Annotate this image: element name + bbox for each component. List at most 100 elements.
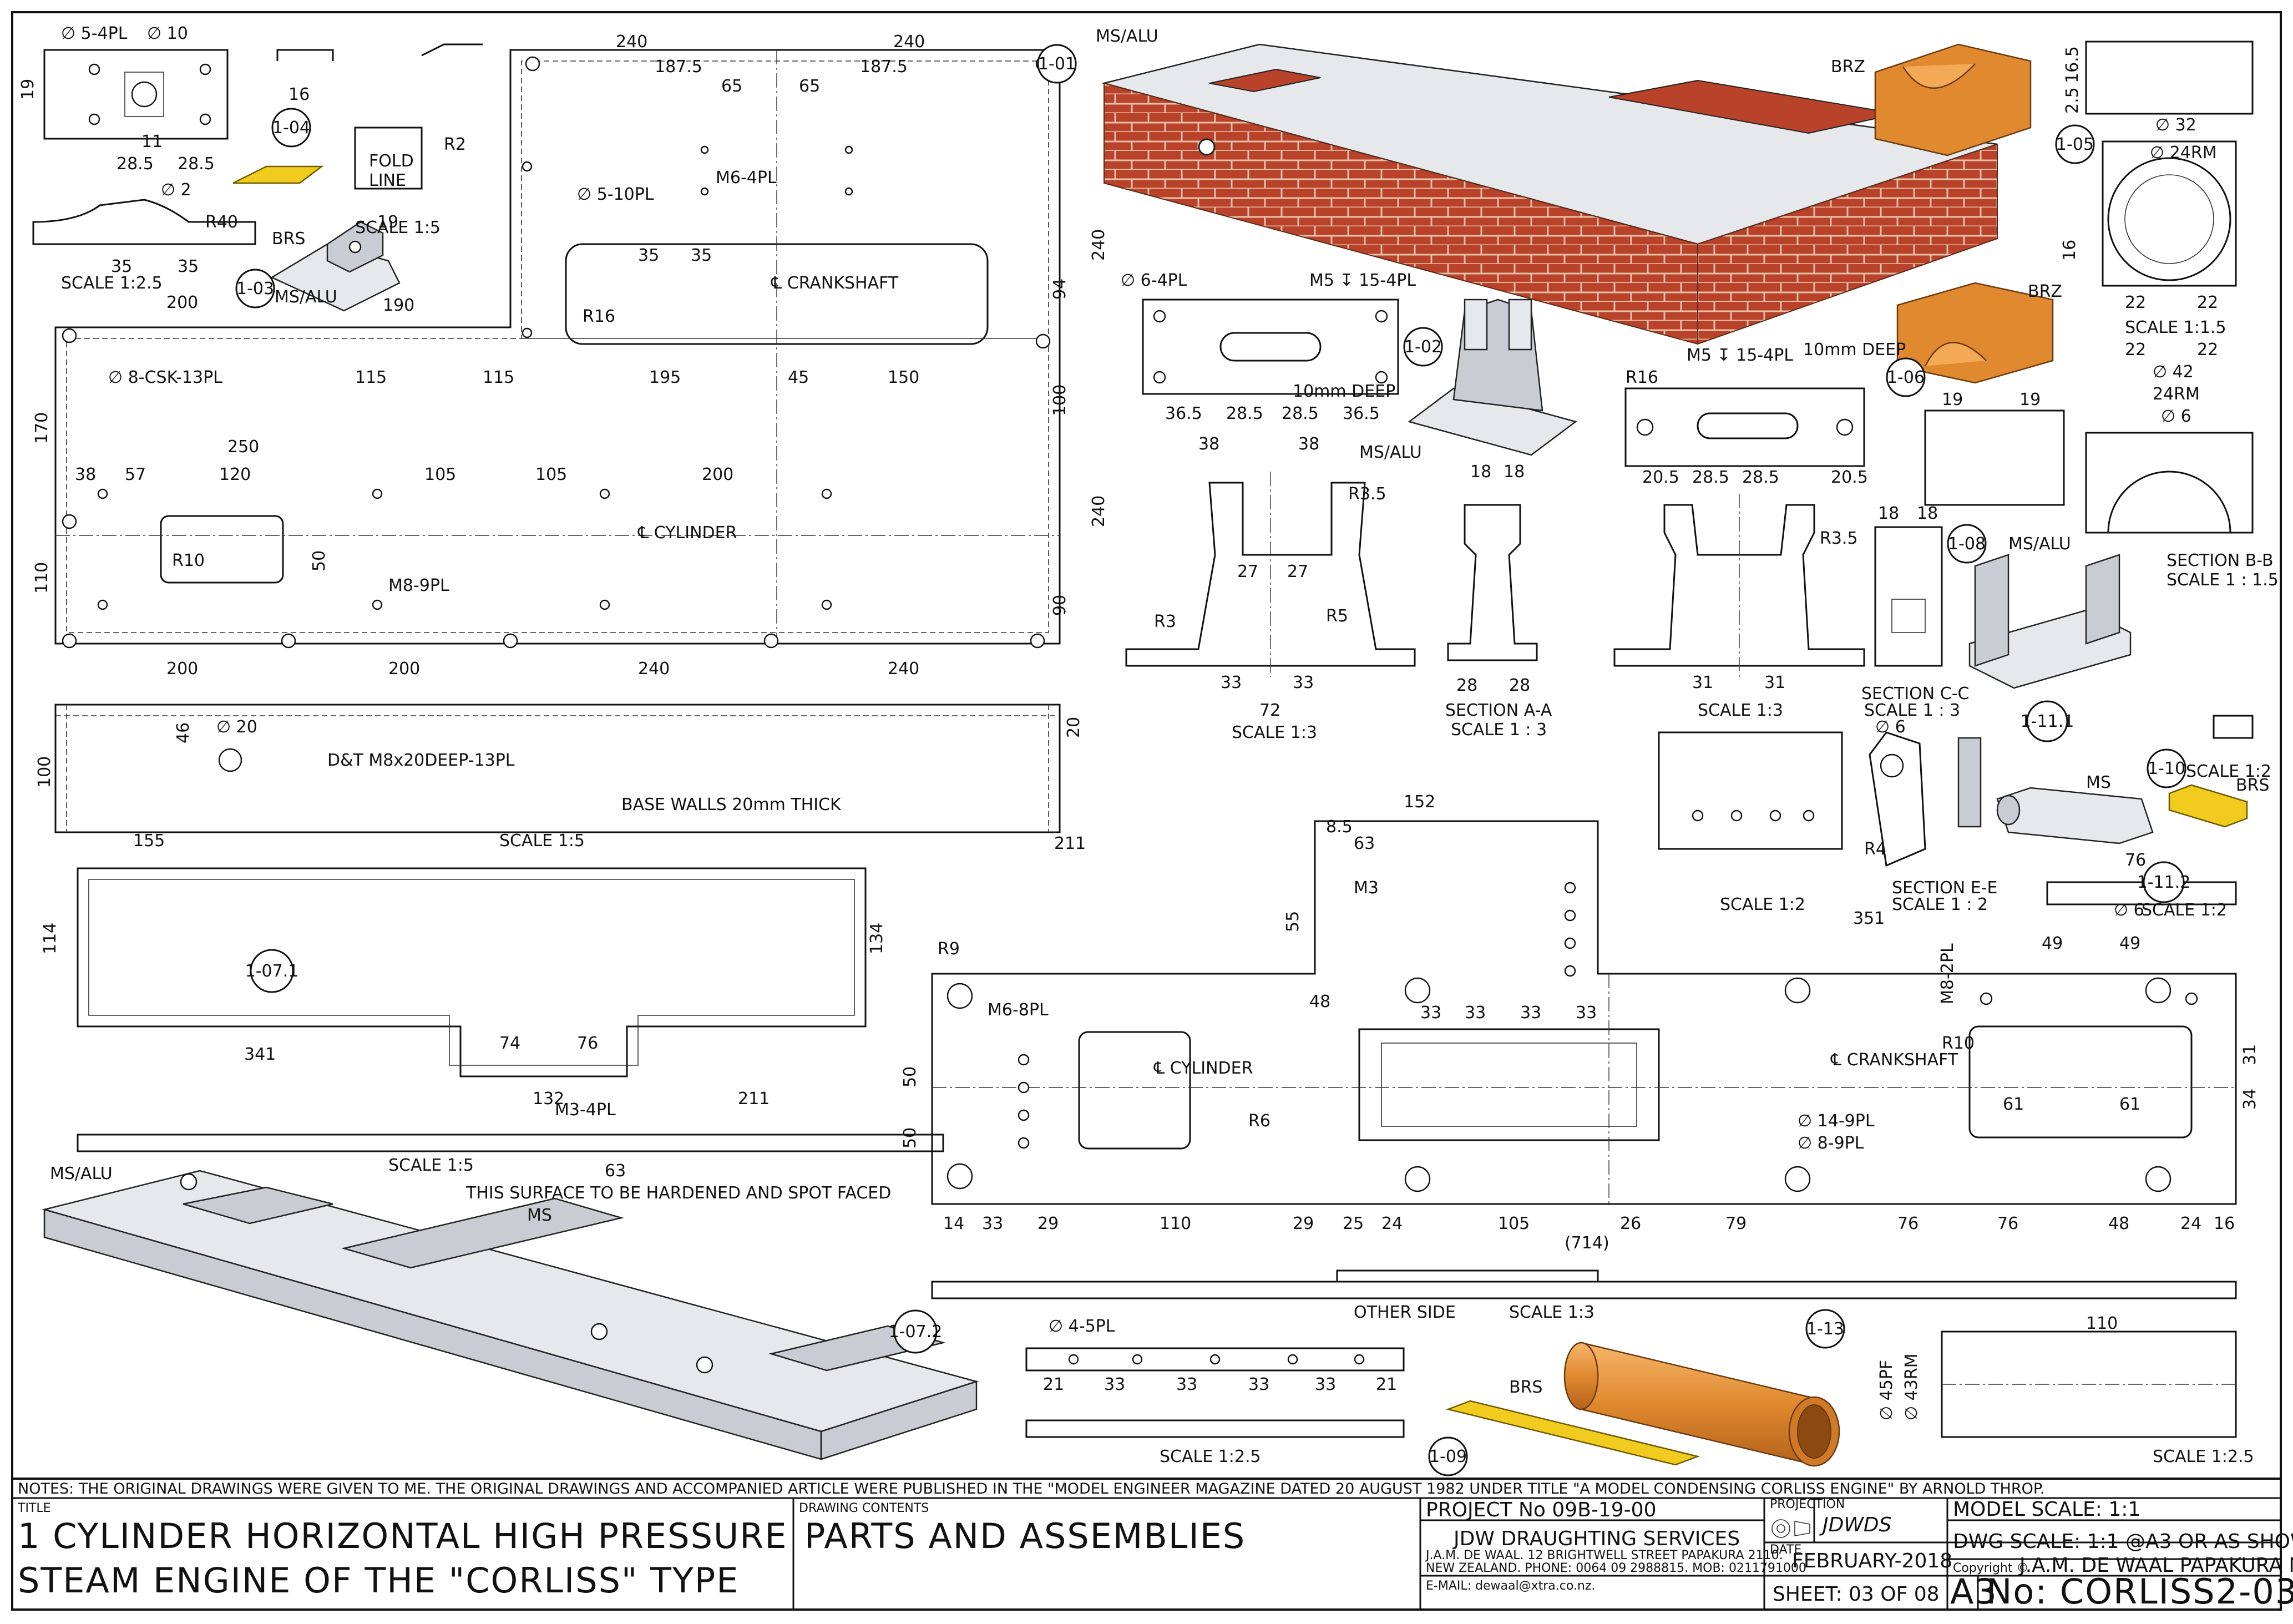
dim-text: 211 <box>1054 834 1086 853</box>
dim-text: 16 <box>288 85 310 104</box>
balloon-1-09: 1-09 <box>1428 1436 1468 1476</box>
dim-text: 24 <box>2180 1214 2201 1233</box>
dim-text: R10 <box>1942 1034 1975 1053</box>
dim-text: 28.5 <box>1282 404 1319 423</box>
material-label: BRZ <box>1831 57 1865 77</box>
view-bearing-1-05: ∅ 32 ∅ 24RM 22 22 SCALE 1:1.5 16 16.5 2.… <box>2060 41 2254 337</box>
dim-text: 61 <box>2119 1095 2140 1114</box>
dim-text: 200 <box>166 659 198 679</box>
dim-text: 22 <box>2197 340 2218 360</box>
dim-text: 211 <box>738 1089 770 1109</box>
company-address: J.A.M. DE WAAL. 12 BRIGHTWELL STREET PAP… <box>1425 1549 1783 1562</box>
section-label: SECTION A-A <box>1445 701 1552 720</box>
dim-text: 76 <box>2125 851 2146 870</box>
dim-text: 65 <box>721 77 742 96</box>
sheet-number: SHEET: 03 OF 08 <box>1773 1583 1940 1606</box>
dim-text: R9 <box>938 939 960 959</box>
dim-text: 2.5 <box>2063 87 2082 114</box>
dim-text: 38 <box>75 465 96 484</box>
balloon-1-13: 1-13 <box>1805 1309 1845 1349</box>
svg-text:1-02: 1-02 <box>1404 337 1442 357</box>
contents-caption: DRAWING CONTENTS <box>799 1501 929 1515</box>
dim-text: 61 <box>2003 1095 2024 1114</box>
hole-callout: ∅ 8-9PL <box>1798 1134 1864 1153</box>
dim-text: 240 <box>616 32 647 52</box>
dim-text: ∅ 24RM <box>2150 143 2217 163</box>
dim-text: ∅ 32 <box>2155 115 2196 135</box>
scale-label: SCALE 1:2 <box>2142 900 2227 920</box>
hole-callout: M5 ↧ 15-4PL <box>1309 271 1416 290</box>
depth-note: 10mm DEEP <box>1293 382 1395 401</box>
dim-text: 26 <box>1620 1214 1641 1233</box>
part-1-10-iso: BRS SCALE 1:2 <box>2168 715 2271 828</box>
dim-text: 105 <box>1498 1214 1530 1233</box>
dim-text: 72 <box>1259 701 1280 720</box>
dim-text: 33 <box>1248 1375 1269 1394</box>
dim-text: 79 <box>1725 1214 1747 1233</box>
dim-text: ∅ 5-4PL <box>61 24 128 43</box>
side-note: OTHER SIDE <box>1354 1303 1456 1322</box>
hole-callout: ∅ 6-4PL <box>1121 271 1187 290</box>
dim-text: R3.5 <box>1820 529 1858 548</box>
scale-label: SCALE 1:1.5 <box>2125 318 2226 337</box>
hole-callout: ∅ 8-CSK-13PL <box>108 368 222 387</box>
view-plate-1-07-1: 341 132 211 74 76 114 134 M3-4PL SCALE 1… <box>41 867 944 1181</box>
balloon-1-11-2: 1-11.2 <box>2137 861 2190 903</box>
part-1-13-iso <box>1563 1342 1840 1467</box>
sheet-size: A3 <box>1950 1571 1998 1612</box>
dim-text: 18 <box>1917 504 1938 523</box>
surface-note: THIS SURFACE TO BE HARDENED AND SPOT FAC… <box>465 1183 891 1203</box>
scale-label: SCALE 1:2.5 <box>61 274 163 293</box>
svg-text:1-06: 1-06 <box>1887 368 1925 387</box>
company-phone: NEW ZEALAND. PHONE: 0064 09 2988815. MOB… <box>1426 1561 1806 1575</box>
svg-text:1-07.2: 1-07.2 <box>889 1322 943 1342</box>
part-1-02-iso: MS/ALU <box>1359 299 1577 462</box>
dim-text: 35 <box>638 246 659 265</box>
dim-text: 11 <box>141 132 163 151</box>
centerline-label: ℄ CYLINDER <box>637 523 737 543</box>
dim-text: 28.5 <box>178 154 215 174</box>
dim-text: 33 <box>1104 1375 1125 1394</box>
material-label: BRZ <box>2028 282 2062 301</box>
material-label: MS/ALU <box>1359 443 1422 462</box>
view-section-aa: 18 18 28 28 SECTION A-A SCALE 1 : 3 <box>1445 462 1552 740</box>
dim-text: R2 <box>444 135 466 154</box>
dim-text: 28.5 <box>1226 404 1263 423</box>
dim-text: 33 <box>1520 1003 1541 1023</box>
view-small-plate-1-03: ∅ 5-4PL ∅ 10 19 28.5 28.5 11 R40 ∅ 2 35 … <box>18 24 256 312</box>
dim-text: 49 <box>2119 934 2140 953</box>
dim-text: 35 <box>111 257 132 276</box>
balloon-1-07-2: 1-07.2 <box>889 1309 943 1354</box>
dim-text: 120 <box>219 465 251 484</box>
material-label: MS/ALU <box>50 1164 113 1183</box>
material-label: MS/ALU <box>1096 27 1158 46</box>
dim-text: 250 <box>227 437 259 457</box>
part-1-01-iso: MS/ALU <box>1096 27 1998 345</box>
dim-text: ∅ 45PF <box>1877 1360 1896 1420</box>
dim-text: 110 <box>1160 1214 1191 1233</box>
dim-text: 8.5 <box>1326 817 1353 837</box>
drawing-title-line1: 1 CYLINDER HORIZONTAL HIGH PRESSURE <box>18 1516 788 1556</box>
scale-label: SCALE 1:3 <box>1698 701 1783 720</box>
dim-text: 187.5 <box>860 57 908 77</box>
dim-text: 90 <box>1050 595 1070 616</box>
svg-text:1-07.1: 1-07.1 <box>245 962 299 981</box>
dim-text: 50 <box>310 550 329 571</box>
guide-holes <box>946 882 2198 1192</box>
company-name: JDW DRAUGHTING SERVICES <box>1452 1527 1740 1550</box>
date-caption: DATE <box>1770 1543 1801 1557</box>
scale-label: SCALE 1 : 1.5 <box>2167 570 2279 590</box>
dim-text: 33 <box>1176 1375 1197 1394</box>
dim-text: ∅ 10 <box>147 24 188 43</box>
material-label: BRS <box>1509 1378 1542 1397</box>
scale-label: SCALE 1 : 2 <box>1892 895 1988 914</box>
dim-text: 33 <box>1315 1375 1336 1394</box>
dim-text: 76 <box>1897 1214 1919 1233</box>
dim-text: 50 <box>900 1127 920 1149</box>
scale-label: SCALE 1:2.5 <box>1160 1447 1261 1466</box>
dim-text: R4 <box>1864 839 1886 859</box>
balloon-1-03: 1-03 <box>235 269 275 308</box>
dim-text: 110 <box>32 562 52 594</box>
svg-text:1-08: 1-08 <box>1948 534 1986 554</box>
